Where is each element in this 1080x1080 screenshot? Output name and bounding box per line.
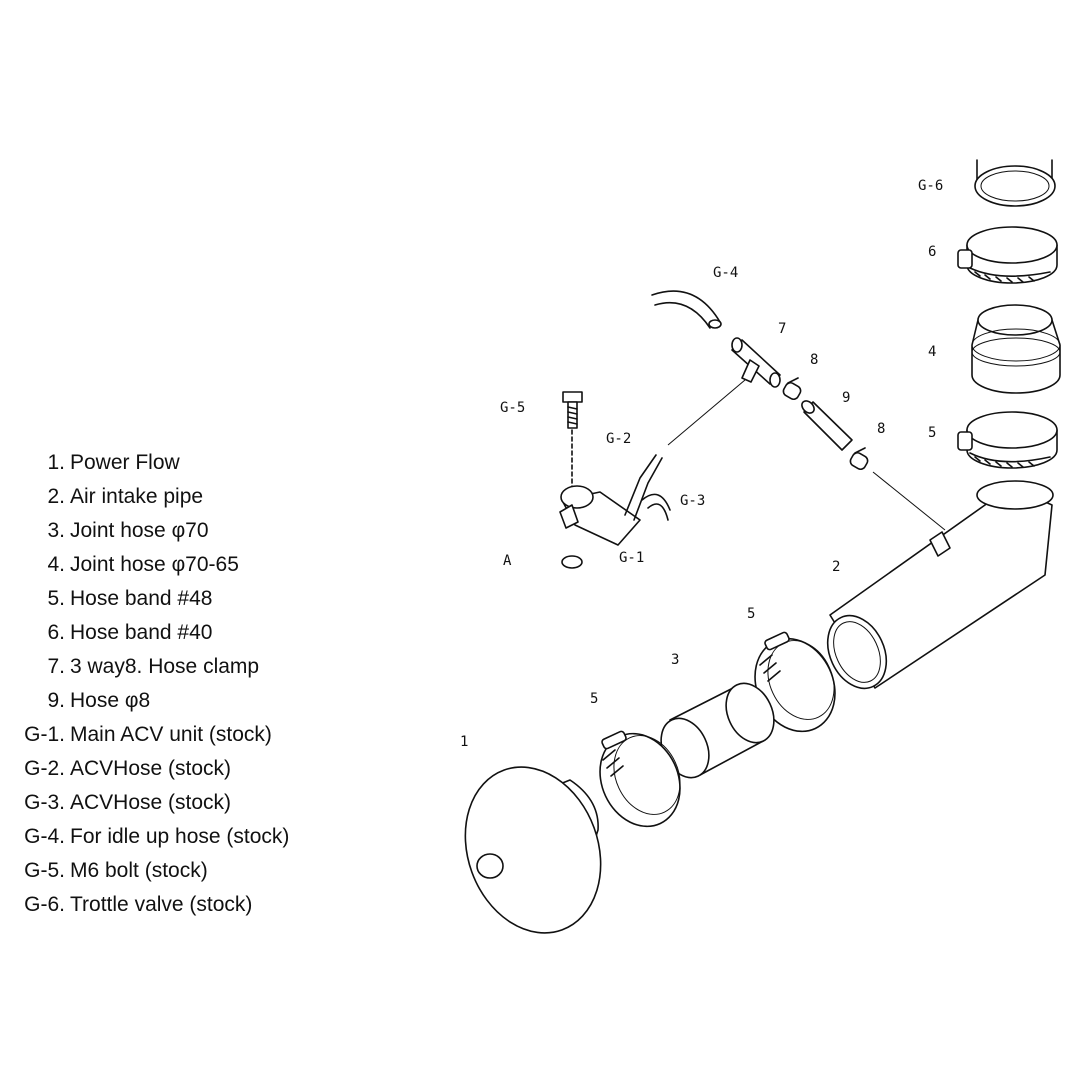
label-5-middle: 5 [747, 606, 755, 622]
label-8-upper: 8 [810, 352, 818, 368]
legend-code: 5. [47, 587, 65, 610]
hose-clamp-lower [849, 447, 869, 471]
legend-item: 6.Hose band #40 [0, 616, 360, 650]
label-g6: G-6 [918, 178, 943, 194]
main-acv-unit [559, 454, 671, 546]
hose-band-48-lower [599, 730, 681, 828]
legend-code: G-4. [24, 825, 65, 848]
legend-name: ACVHose (stock) [70, 791, 232, 814]
m6-bolt [561, 391, 583, 569]
legend-name: Hose φ8 [70, 689, 151, 712]
hose-clamp-upper [782, 377, 802, 401]
joint-hose-70-65 [971, 304, 1061, 394]
legend-name: ACVHose (stock) [70, 757, 232, 780]
legend-code: G-6. [24, 893, 65, 916]
legend-item: 7.3 way8. Hose clamp [0, 650, 360, 684]
legend-item: G-2.ACVHose (stock) [0, 752, 360, 786]
legend-name: Trottle valve (stock) [70, 893, 253, 916]
label-7: 7 [778, 321, 786, 337]
legend-name: Main ACV unit (stock) [70, 723, 272, 746]
legend-item: G-5.M6 bolt (stock) [0, 854, 360, 888]
throttle-valve-ring [974, 159, 1056, 207]
legend-name: Joint hose φ70-65 [70, 553, 239, 576]
legend-item: 2.Air intake pipe [0, 480, 360, 514]
legend-name: M6 bolt (stock) [70, 859, 208, 882]
label-2: 2 [832, 559, 840, 575]
legend-item: 5.Hose band #48 [0, 582, 360, 616]
legend-item: G-4.For idle up hose (stock) [0, 820, 360, 854]
hose-band-40 [957, 226, 1058, 284]
three-way-fitting [731, 337, 781, 388]
label-5-upper: 5 [928, 425, 936, 441]
legend-code: G-1. [24, 723, 65, 746]
legend-code: G-5. [24, 859, 65, 882]
label-4: 4 [928, 344, 936, 360]
legend-name: For idle up hose (stock) [70, 825, 290, 848]
joint-hose-70 [660, 682, 775, 779]
label-g1: G-1 [619, 550, 644, 566]
air-intake-pipe [826, 480, 1054, 690]
legend-item: 9.Hose φ8 [0, 684, 360, 718]
label-a: A [503, 553, 512, 569]
label-1: 1 [460, 734, 468, 750]
legend-item: 1.Power Flow [0, 446, 360, 480]
label-8-lower: 8 [877, 421, 885, 437]
legend-name: Power Flow [70, 451, 180, 474]
label-6: 6 [928, 244, 936, 260]
label-g3: G-3 [680, 493, 705, 509]
label-9: 9 [842, 390, 850, 406]
legend-code: 4. [47, 553, 65, 576]
legend-name: Joint hose φ70 [70, 519, 209, 542]
legend-code: G-2. [24, 757, 65, 780]
label-g5: G-5 [500, 400, 525, 416]
legend-name: 3 way8. Hose clamp [70, 655, 260, 678]
legend-name: Air intake pipe [70, 485, 204, 508]
legend-name: Hose band #40 [70, 621, 213, 644]
legend-name: Hose band #48 [70, 587, 213, 610]
hose-band-48-upper [957, 411, 1058, 469]
legend-item: G-1.Main ACV unit (stock) [0, 718, 360, 752]
legend-code: 1. [47, 451, 65, 474]
hose-8 [801, 400, 853, 451]
idle-up-hose [651, 290, 722, 329]
label-5-lower: 5 [590, 691, 598, 707]
legend-code: 3. [47, 519, 65, 542]
legend-code: 2. [47, 485, 65, 508]
label-g2: G-2 [606, 431, 631, 447]
hose-band-48-middle [754, 631, 836, 733]
legend-code: 6. [47, 621, 65, 644]
legend-code: 9. [47, 689, 65, 712]
legend-code: 7. [47, 655, 65, 678]
label-g4: G-4 [713, 265, 738, 281]
legend-code: G-3. [24, 791, 65, 814]
legend-item: G-6.Trottle valve (stock) [0, 888, 360, 922]
legend-item: 3.Joint hose φ70 [0, 514, 360, 548]
label-3: 3 [671, 652, 679, 668]
legend-item: G-3.ACVHose (stock) [0, 786, 360, 820]
legend-item: 4.Joint hose φ70-65 [0, 548, 360, 582]
power-flow-filter [464, 766, 602, 934]
